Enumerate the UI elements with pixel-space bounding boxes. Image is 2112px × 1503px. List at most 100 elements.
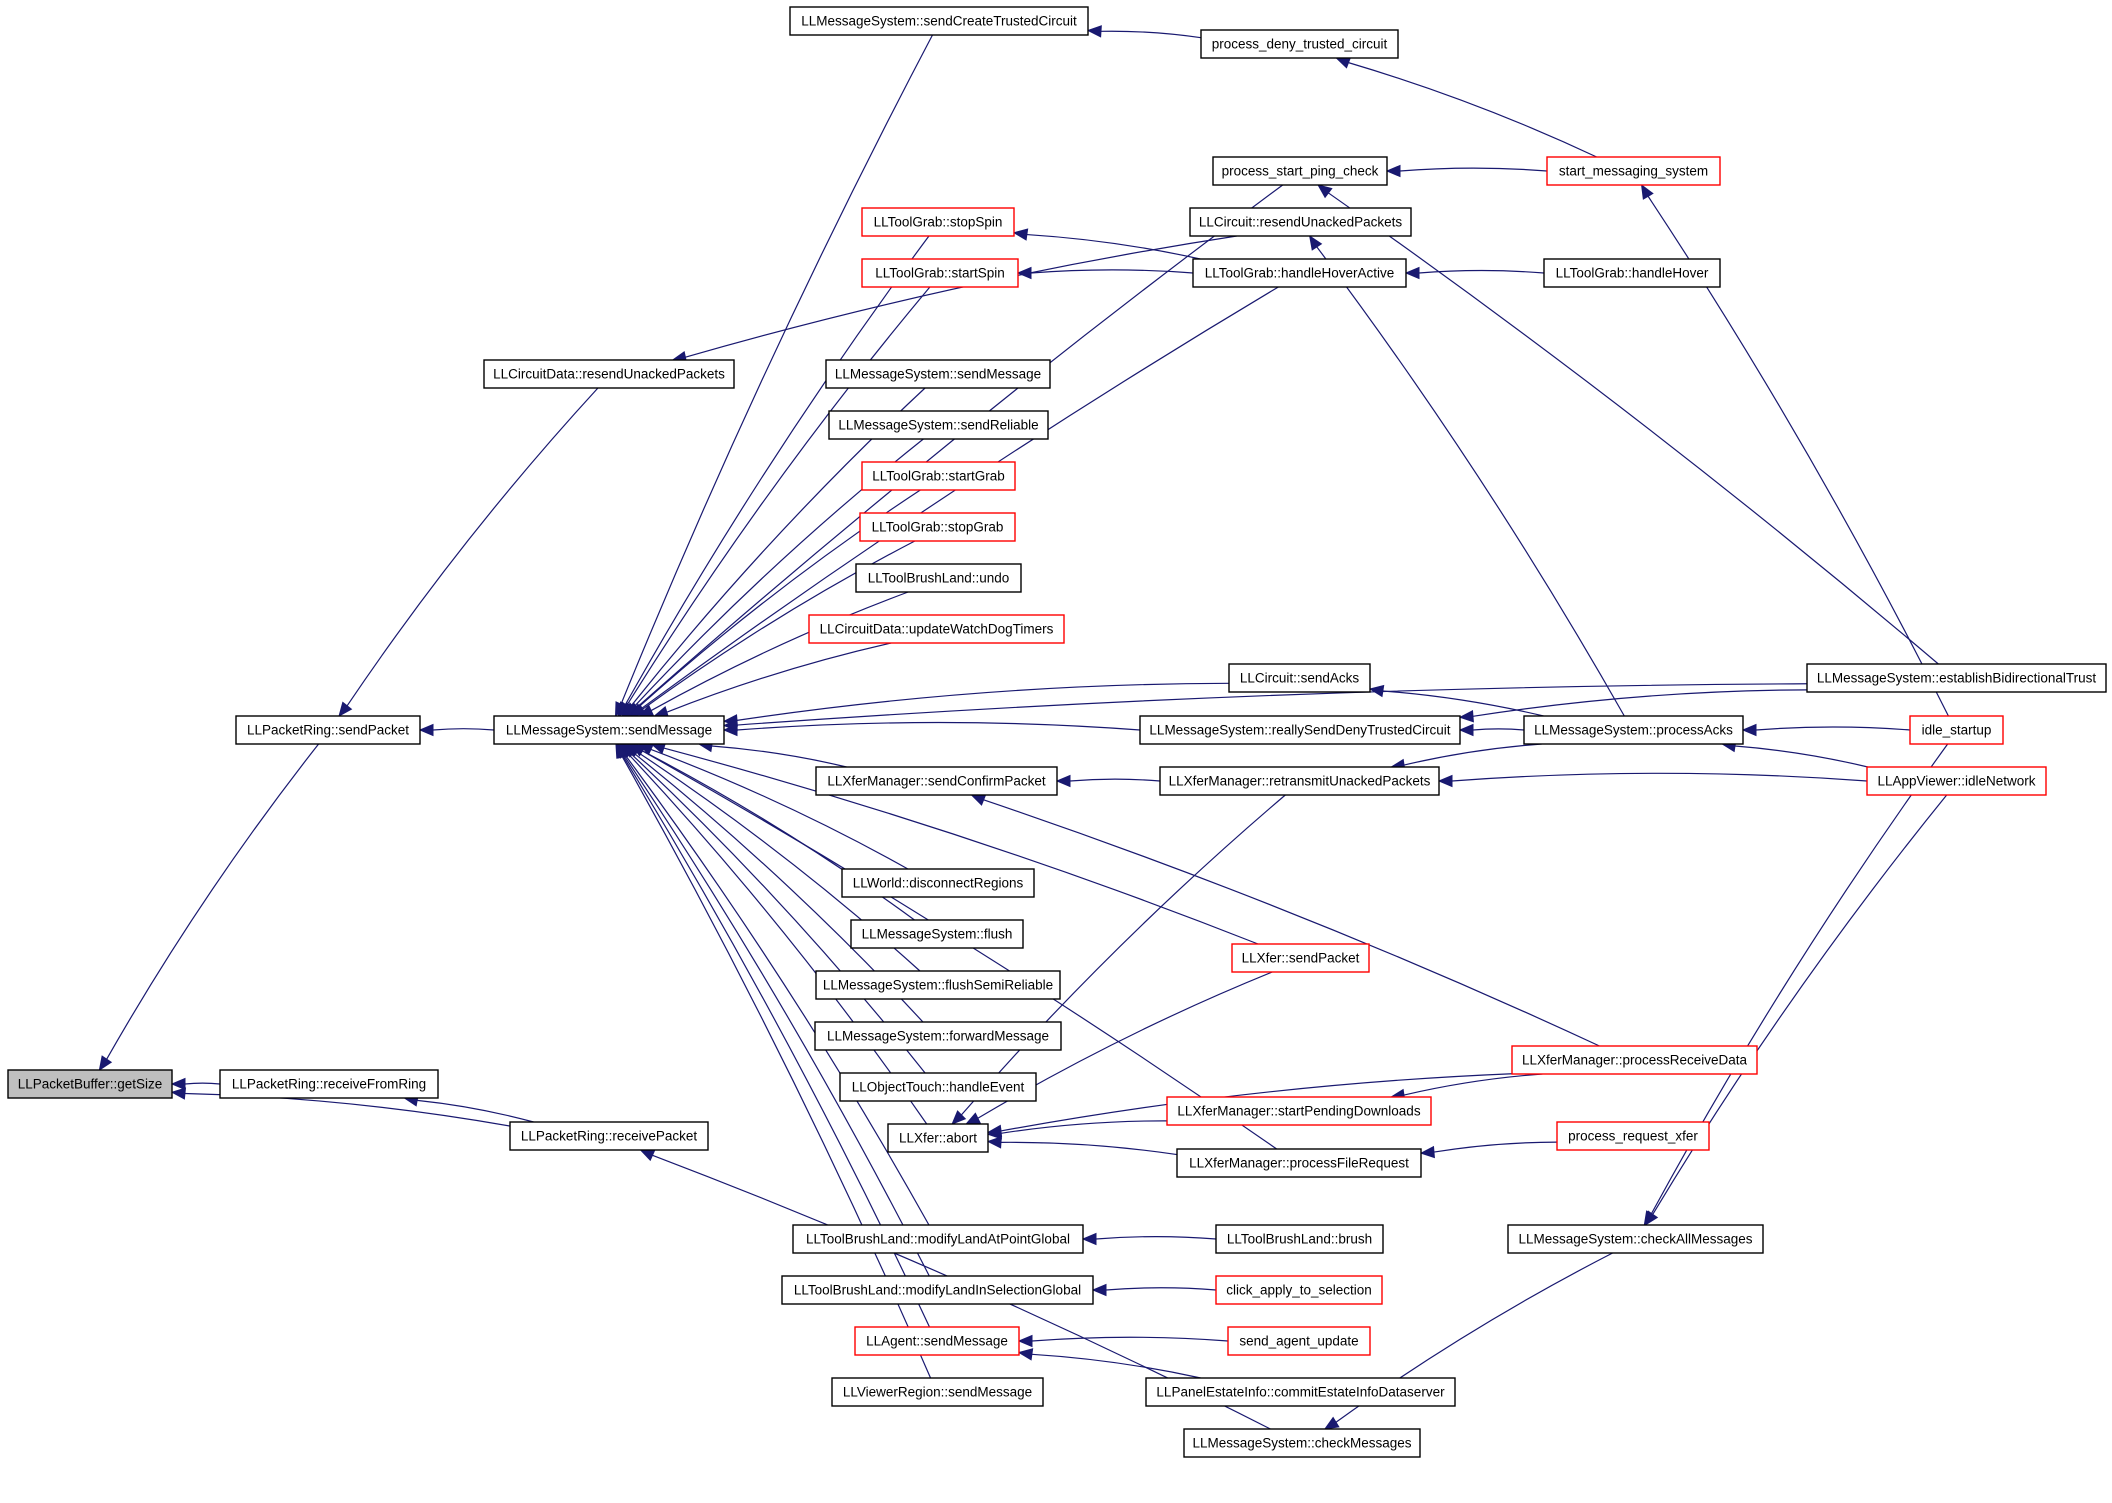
function-node-label: LLMessageSystem::processAcks — [1534, 723, 1733, 738]
function-node-box — [1200, 29, 1399, 59]
function-node-label: LLWorld::disconnectRegions — [853, 876, 1024, 891]
function-node[interactable]: LLWorld::disconnectRegions — [841, 868, 1035, 898]
function-node-label: LLXferManager::sendConfirmPacket — [827, 774, 1046, 789]
function-node[interactable]: process_deny_trusted_circuit — [1200, 29, 1399, 59]
function-node-box — [493, 715, 725, 745]
function-node-label: LLXferManager::startPendingDownloads — [1177, 1104, 1420, 1119]
call-edge — [650, 742, 1259, 945]
function-node[interactable]: LLCircuit::sendAcks — [1228, 663, 1371, 693]
call-edge-arrowhead — [629, 703, 645, 717]
function-node[interactable]: LLObjectTouch::handleEvent — [839, 1072, 1037, 1102]
function-node[interactable]: LLToolGrab::startGrab — [861, 461, 1016, 491]
call-edge-arrowhead — [630, 743, 647, 757]
call-edge-line — [1031, 1353, 1201, 1379]
call-edge-arrowhead — [1741, 723, 1757, 737]
function-node[interactable]: LLMessageSystem::processAcks — [1523, 715, 1744, 745]
function-node[interactable]: LLXfer::abort — [887, 1123, 989, 1153]
function-node-box — [789, 6, 1089, 36]
call-edge-line — [983, 799, 1600, 1047]
call-edge — [986, 1120, 1168, 1140]
function-node[interactable]: LLToolGrab::stopSpin — [861, 207, 1015, 237]
function-node[interactable]: LLMessageSystem::sendMessage — [825, 359, 1051, 389]
call-edge-arrowhead — [1086, 25, 1102, 38]
call-edge — [1081, 1232, 1217, 1246]
call-edge-arrowhead — [615, 742, 628, 759]
function-node-box — [1212, 156, 1388, 186]
function-node[interactable]: LLToolBrushLand::undo — [855, 563, 1022, 593]
function-node[interactable]: LLPacketRing::sendPacket — [235, 715, 421, 745]
call-edge-arrowhead — [1016, 266, 1032, 280]
function-node[interactable]: LLXferManager::retransmitUnackedPackets — [1159, 766, 1440, 796]
function-node[interactable]: LLToolGrab::stopGrab — [859, 512, 1016, 542]
function-node[interactable]: LLXferManager::processReceiveData — [1511, 1045, 1758, 1075]
call-edge-arrowhead — [1385, 164, 1401, 178]
function-node[interactable]: LLXferManager::processFileRequest — [1176, 1148, 1422, 1178]
function-node[interactable]: LLMessageSystem::checkAllMessages — [1507, 1224, 1764, 1254]
function-node[interactable]: LLPacketRing::receiveFromRing — [219, 1069, 439, 1099]
function-node[interactable]: LLMessageSystem::flushSemiReliable — [815, 970, 1061, 1000]
function-node[interactable]: send_agent_update — [1227, 1326, 1371, 1356]
function-node-label: LLCircuitData::updateWatchDogTimers — [820, 622, 1054, 637]
call-edge-arrowhead — [1055, 774, 1071, 788]
function-node-label: LLMessageSystem::sendReliable — [838, 418, 1038, 433]
function-node-box — [792, 1224, 1084, 1254]
function-node-label: LLAppViewer::idleNetwork — [1877, 774, 2035, 789]
function-node[interactable]: LLCircuit::resendUnackedPackets — [1189, 207, 1412, 237]
function-node[interactable]: idle_startup — [1909, 715, 2004, 745]
call-edge-line — [663, 747, 1259, 945]
function-node[interactable]: LLToolBrushLand::modifyLandAtPointGlobal — [792, 1224, 1084, 1254]
function-node[interactable]: LLXferManager::startPendingDownloads — [1166, 1096, 1432, 1126]
call-edge-line — [736, 682, 1230, 721]
function-node[interactable]: LLXferManager::sendConfirmPacket — [815, 766, 1058, 796]
function-node[interactable]: LLMessageSystem::forwardMessage — [814, 1021, 1062, 1051]
function-node[interactable]: LLPacketRing::receivePacket — [509, 1121, 709, 1151]
function-node-box — [1139, 715, 1461, 745]
root-function-node[interactable]: LLPacketBuffer::getSize — [7, 1069, 173, 1099]
function-node[interactable]: start_messaging_system — [1546, 156, 1721, 186]
function-node[interactable]: LLToolBrushLand::modifyLandInSelectionGl… — [781, 1275, 1094, 1305]
function-node[interactable]: LLPanelEstateInfo::commitEstateInfoDatas… — [1145, 1377, 1456, 1407]
call-edge — [986, 1136, 1178, 1156]
call-edge — [1055, 774, 1161, 788]
call-edge-line — [642, 540, 916, 710]
function-node[interactable]: LLCircuitData::resendUnackedPackets — [483, 359, 735, 389]
call-edge — [1317, 184, 1939, 665]
function-node[interactable]: LLMessageSystem::sendCreateTrustedCircui… — [789, 6, 1089, 36]
call-edge — [418, 723, 495, 737]
function-node[interactable]: process_start_ping_check — [1212, 156, 1388, 186]
call-edge — [1017, 1348, 1201, 1379]
function-node[interactable]: LLAgent::sendMessage — [854, 1326, 1020, 1356]
function-node[interactable]: LLMessageSystem::establishBidirectionalT… — [1806, 663, 2107, 693]
function-node[interactable]: LLXfer::sendPacket — [1231, 943, 1370, 973]
function-node[interactable]: LLViewerRegion::sendMessage — [831, 1377, 1044, 1407]
call-edge — [1086, 25, 1202, 39]
function-node[interactable]: LLMessageSystem::reallySendDenyTrustedCi… — [1139, 715, 1461, 745]
call-edge-line — [1328, 192, 1939, 665]
call-edge — [970, 794, 1600, 1047]
function-node[interactable]: LLMessageSystem::sendReliable — [828, 410, 1049, 440]
function-node-label: LLPacketRing::receiveFromRing — [232, 1077, 426, 1092]
function-node[interactable]: LLMessageSystem::checkMessages — [1183, 1428, 1421, 1458]
function-node[interactable]: LLToolBrushLand::brush — [1215, 1224, 1384, 1254]
function-node-label: LLXferManager::processReceiveData — [1522, 1053, 1748, 1068]
function-node[interactable]: LLMessageSystem::flush — [850, 919, 1024, 949]
function-node[interactable]: LLAppViewer::idleNetwork — [1866, 766, 2047, 796]
call-edge-arrowhead — [1419, 1145, 1435, 1159]
function-node-label: LLMessageSystem::reallySendDenyTrustedCi… — [1149, 723, 1450, 738]
call-edge-line — [346, 387, 599, 707]
function-node[interactable]: LLToolGrab::startSpin — [861, 258, 1019, 288]
function-node[interactable]: LLToolGrab::handleHover — [1543, 258, 1721, 288]
function-node[interactable]: LLToolGrab::handleHoverActive — [1192, 258, 1407, 288]
function-node-label: LLToolBrushLand::brush — [1227, 1232, 1372, 1247]
function-node[interactable]: click_apply_to_selection — [1215, 1275, 1383, 1305]
function-node[interactable]: process_request_xfer — [1556, 1121, 1710, 1151]
function-node[interactable]: LLCircuitData::updateWatchDogTimers — [808, 614, 1065, 644]
call-edge-arrowhead — [1081, 1232, 1097, 1246]
function-node-box — [1183, 1428, 1421, 1458]
call-edge-line — [1316, 246, 1625, 717]
function-node-label: send_agent_update — [1239, 1334, 1358, 1349]
call-edge — [1437, 772, 1868, 788]
function-node[interactable]: LLMessageSystem::sendMessage — [493, 715, 725, 745]
call-edge-line — [666, 642, 892, 713]
